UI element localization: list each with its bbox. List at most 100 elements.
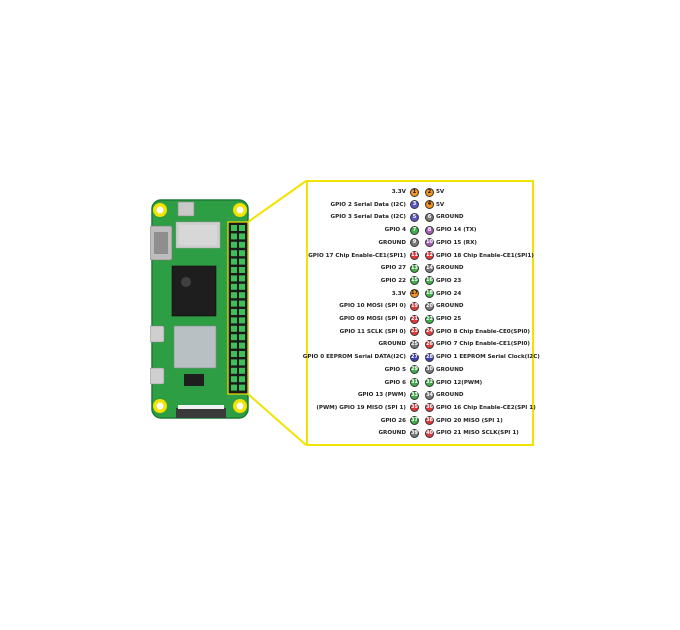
header-pin [231,250,237,257]
pin-number: 26 [425,339,434,349]
pin-number: 15 [410,276,419,286]
pin-number: 22 [425,314,434,324]
pin-number: 28 [425,352,434,362]
pin-label: GPIO 17 Chip Enable-CE1(SPI1) [308,252,406,259]
pin-label: GPIO 11 SCLK (SPI 0) [339,328,406,335]
header-pin [231,275,237,282]
header-pin [231,258,237,265]
pin-label: GPIO 12(PWM) [436,379,483,386]
header-pin [239,342,245,349]
pin-number: 29 [410,365,419,375]
header-pin [239,334,245,341]
header-pin [239,267,245,273]
pin-label: GPIO 15 (RX) [436,239,477,246]
header-pin [231,267,237,273]
pin-number: 40 [425,428,434,438]
pin-number: 11 [410,251,419,260]
pin-number: 9 [410,238,419,248]
pin-number: 34 [425,390,434,400]
pin-label: GROUND [436,214,464,221]
header-pin [239,384,245,391]
pin-label: GPIO 21 MISO SCLK(SPI 1) [436,430,519,437]
pin-number: 24 [425,327,434,337]
pin-label: GROUND [436,366,464,373]
header-pin [239,317,245,324]
pin-label: GPIO 22 [380,277,406,284]
pin-label: GROUND [436,392,464,399]
pin-label: GPIO 4 [384,227,406,234]
pin-label: 5V [436,189,445,195]
pin-number: 32 [425,378,434,387]
header-pin [239,250,245,257]
pin-label: 3.3V [391,189,406,195]
header-pin [231,367,237,374]
pin-label: GROUND [378,430,406,437]
pin-label: GPIO 23 [436,277,462,284]
header-pin [231,384,237,391]
header-pin [231,283,237,290]
pin-label: 5V [436,201,445,208]
header-pin [239,225,245,231]
pin-label: GPIO 3 Serial Data (I2C) [330,214,406,221]
pin-label: 3.3V [391,290,406,297]
header-pin [231,309,237,315]
header-pin [239,292,245,299]
header-pin [239,359,245,366]
pin-number: 5 [410,212,419,222]
pin-label: GPIO 09 MOSI (SPI 0) [339,316,406,322]
pin-label: GPIO 25 [436,316,462,322]
pin-number: 33 [410,390,419,400]
pin-label: GPIO 5 [384,366,406,373]
header-pin [231,225,237,231]
pin-label: GPIO 1 EEPROM Serial Clock(I2C) [436,354,540,361]
raspberry-pi-zero-board [149,199,249,419]
pin-number: 7 [410,225,419,235]
pin-label: GPIO 24 [436,290,462,297]
pin-number: 4 [425,200,434,210]
pin-number: 35 [410,403,419,413]
pin-number: 6 [425,212,434,222]
pin-number: 16 [425,276,434,286]
header-pin [239,325,245,332]
header-pin [239,309,245,315]
pin-label: GPIO 16 Chip Enable-CE2(SPI 1) [436,404,536,411]
header-pin [239,376,245,383]
pin-label: GPIO 2 Serial Data (I2C) [330,201,406,208]
header-pin [231,233,237,240]
pin-label: GROUND [436,303,464,310]
pin-number: 18 [425,289,434,299]
pin-number: 38 [425,416,434,426]
header-pin [231,300,237,307]
pin-label: GROUND [378,239,406,246]
pin-label: GPIO 26 [380,417,406,424]
pin-label: GPIO 27 [380,265,406,272]
pin-label: GPIO 0 EEPROM Serial DATA(I2C) [302,354,406,361]
header-pin [239,351,245,357]
header-pin [231,317,237,324]
pin-label: (PWM) GPIO 19 MISO (SPI 1) [316,404,406,411]
header-pin [239,275,245,282]
pin-label: GPIO 6 [384,379,406,386]
header-pin [231,359,237,366]
header-pin [239,233,245,240]
header-pin [231,292,237,299]
pin-number: 17 [410,289,419,299]
header-pin [239,283,245,290]
pin-number: 14 [425,263,434,273]
pin-number: 13 [410,263,419,273]
pin-number: 2 [425,187,434,197]
pin-label: GROUND [436,265,464,272]
header-pin [231,351,237,357]
